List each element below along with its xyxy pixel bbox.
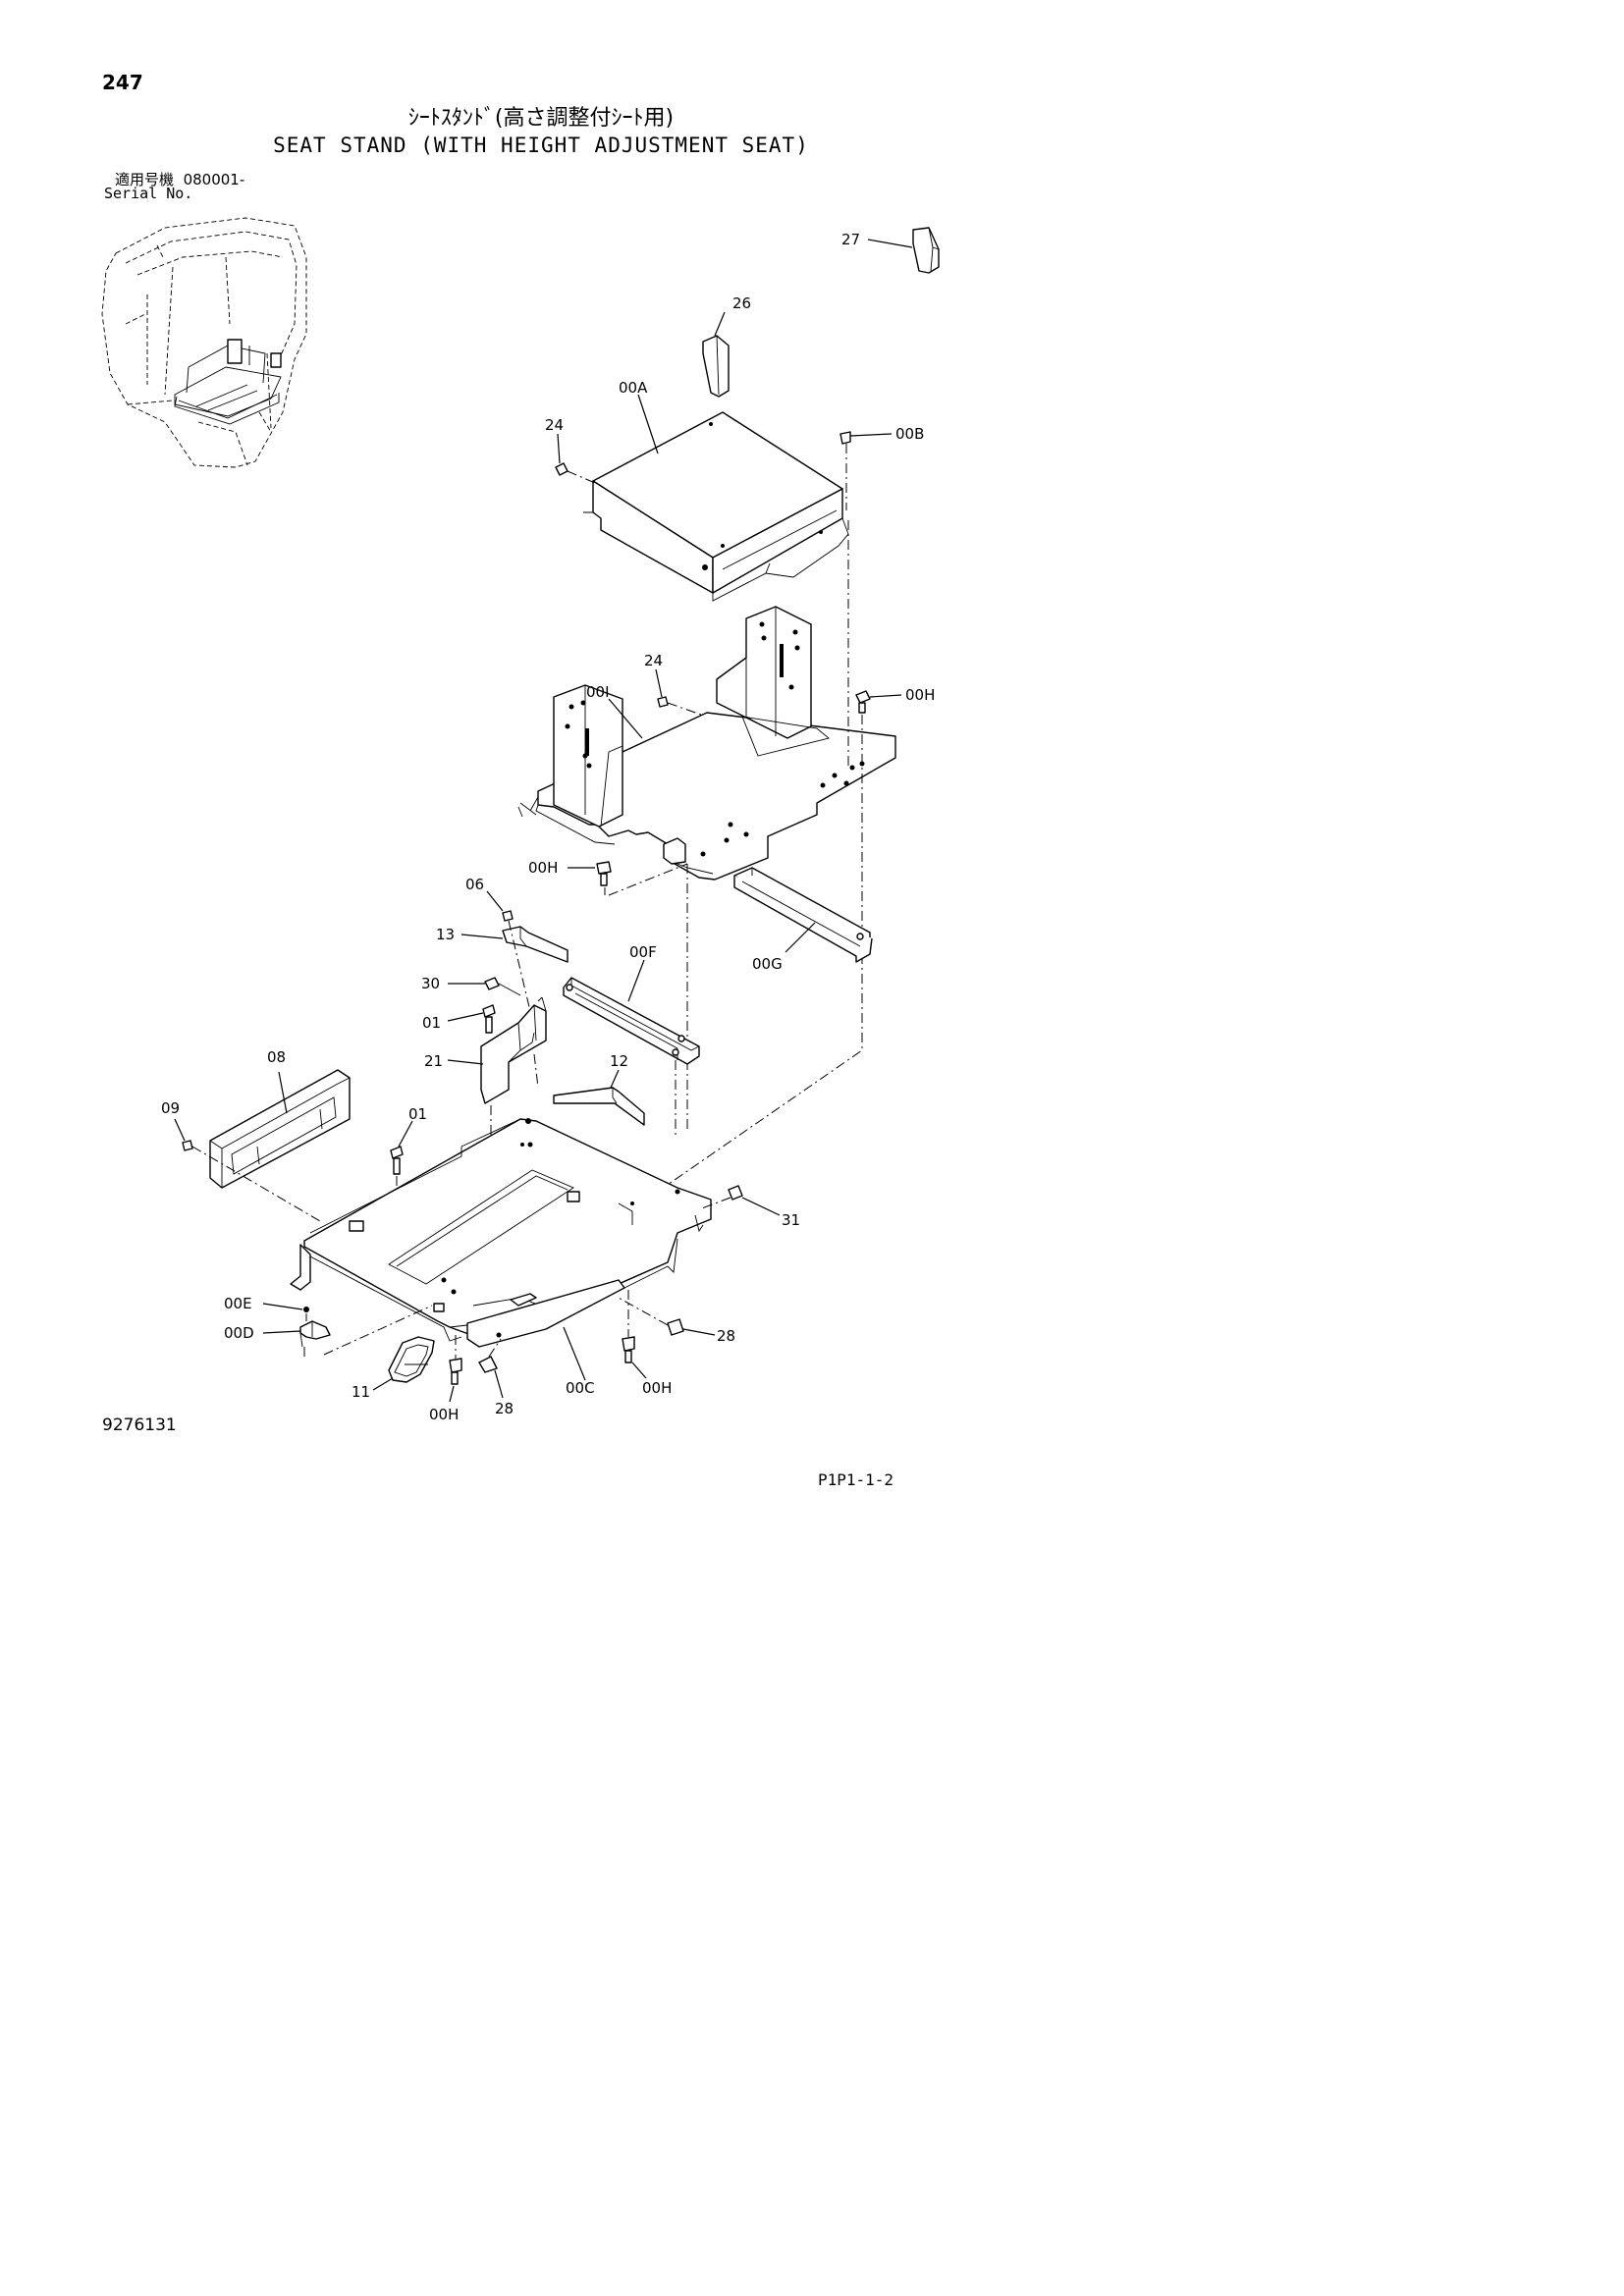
parts-catalog-page: 247 ｼｰﾄｽﾀﾝﾄﾞ(高さ調整付ｼｰﾄ用) SEAT STAND (WITH…: [0, 0, 1082, 1527]
callout-30: 30: [421, 975, 440, 992]
callout-28-right: 28: [717, 1327, 735, 1345]
callout-00h-left-upper: 00H: [528, 859, 558, 877]
cab-thumbnail: [101, 217, 307, 468]
bolt-00h-right-upper: [847, 520, 902, 934]
part-00c-main-base: [290, 1118, 712, 1381]
part-26-cover: [702, 311, 730, 398]
callout-31: 31: [782, 1211, 800, 1229]
latch-00d: [262, 1303, 433, 1359]
callout-00h-right-upper: 00H: [905, 686, 935, 704]
bolt-28-lower: [478, 1338, 504, 1399]
part-00i-base-frame: [517, 606, 896, 881]
callout-01-lower: 01: [408, 1105, 427, 1123]
callout-12: 12: [610, 1052, 628, 1070]
bolt-01-upper: [447, 1004, 496, 1034]
serial-label-en: Serial No.: [104, 185, 193, 202]
serial-label-jp-text: 適用号機: [115, 171, 175, 188]
title-japanese: ｼｰﾄｽﾀﾝﾄﾞ(高さ調整付ｼｰﾄ用): [407, 106, 675, 131]
callout-27: 27: [841, 231, 860, 248]
drawing-number: 9276131: [102, 1415, 177, 1435]
bolt-00b: [839, 431, 893, 510]
bolt-24-top: [555, 433, 596, 484]
callout-00a: 00A: [619, 379, 648, 397]
part-12-bracket: [553, 1069, 645, 1126]
serial-value: 080001-: [183, 171, 245, 188]
callout-11: 11: [352, 1383, 370, 1401]
part-13-bracket: [460, 926, 568, 963]
bolt-00h-lower-right: [622, 1290, 647, 1379]
callout-06: 06: [465, 876, 484, 893]
callout-24-top: 24: [545, 416, 564, 434]
callout-00g: 00G: [752, 955, 783, 973]
callout-21: 21: [424, 1052, 443, 1070]
callout-00d: 00D: [224, 1324, 254, 1342]
part-11-grommet: [372, 1336, 435, 1391]
part-00f-bracket: [563, 959, 700, 1065]
page-code: P1P1-1-2: [818, 1470, 894, 1489]
callout-00f: 00F: [629, 943, 657, 961]
callout-01-upper: 01: [422, 1014, 441, 1032]
callout-00i: 00I: [586, 683, 610, 701]
bolt-00h-lower-left: [449, 1335, 462, 1403]
callout-26: 26: [732, 294, 751, 312]
callout-00h-lower-right: 00H: [642, 1379, 672, 1397]
title-english: SEAT STAND (WITH HEIGHT ADJUSTMENT SEAT): [273, 133, 809, 157]
callout-09: 09: [161, 1099, 180, 1117]
callout-00e: 00E: [224, 1295, 252, 1312]
bolt-00h-left-upper: [568, 861, 612, 895]
part-21-bracket: [447, 996, 547, 1135]
guide-line-1: [608, 863, 688, 896]
callout-28-lower: 28: [495, 1400, 514, 1417]
bolt-06: [486, 890, 531, 1012]
bolt-30: [448, 977, 521, 996]
bolt-01-lower: [390, 1120, 413, 1200]
bolt-24-middle: [655, 668, 702, 716]
callout-13: 13: [436, 926, 455, 943]
bolt-28-right: [618, 1297, 716, 1336]
page-number: 247: [102, 71, 143, 94]
part-00a-cover: [583, 394, 849, 602]
part-00g-rail: [733, 867, 873, 963]
serial-label-jp: 適用号機 080001-: [115, 169, 244, 189]
callout-24-middle: 24: [644, 652, 663, 669]
callout-00b: 00B: [895, 425, 924, 443]
exploded-parts-drawing: 27 26 00A 24: [101, 217, 940, 1423]
part-27-cap: [867, 227, 940, 274]
callout-00h-lower-left: 00H: [429, 1406, 459, 1423]
part-08-side-cover: [209, 1069, 351, 1189]
bolt-31: [698, 1185, 781, 1216]
callout-00c: 00C: [566, 1379, 595, 1397]
callout-08: 08: [267, 1048, 286, 1066]
bolt-09: [174, 1118, 321, 1222]
